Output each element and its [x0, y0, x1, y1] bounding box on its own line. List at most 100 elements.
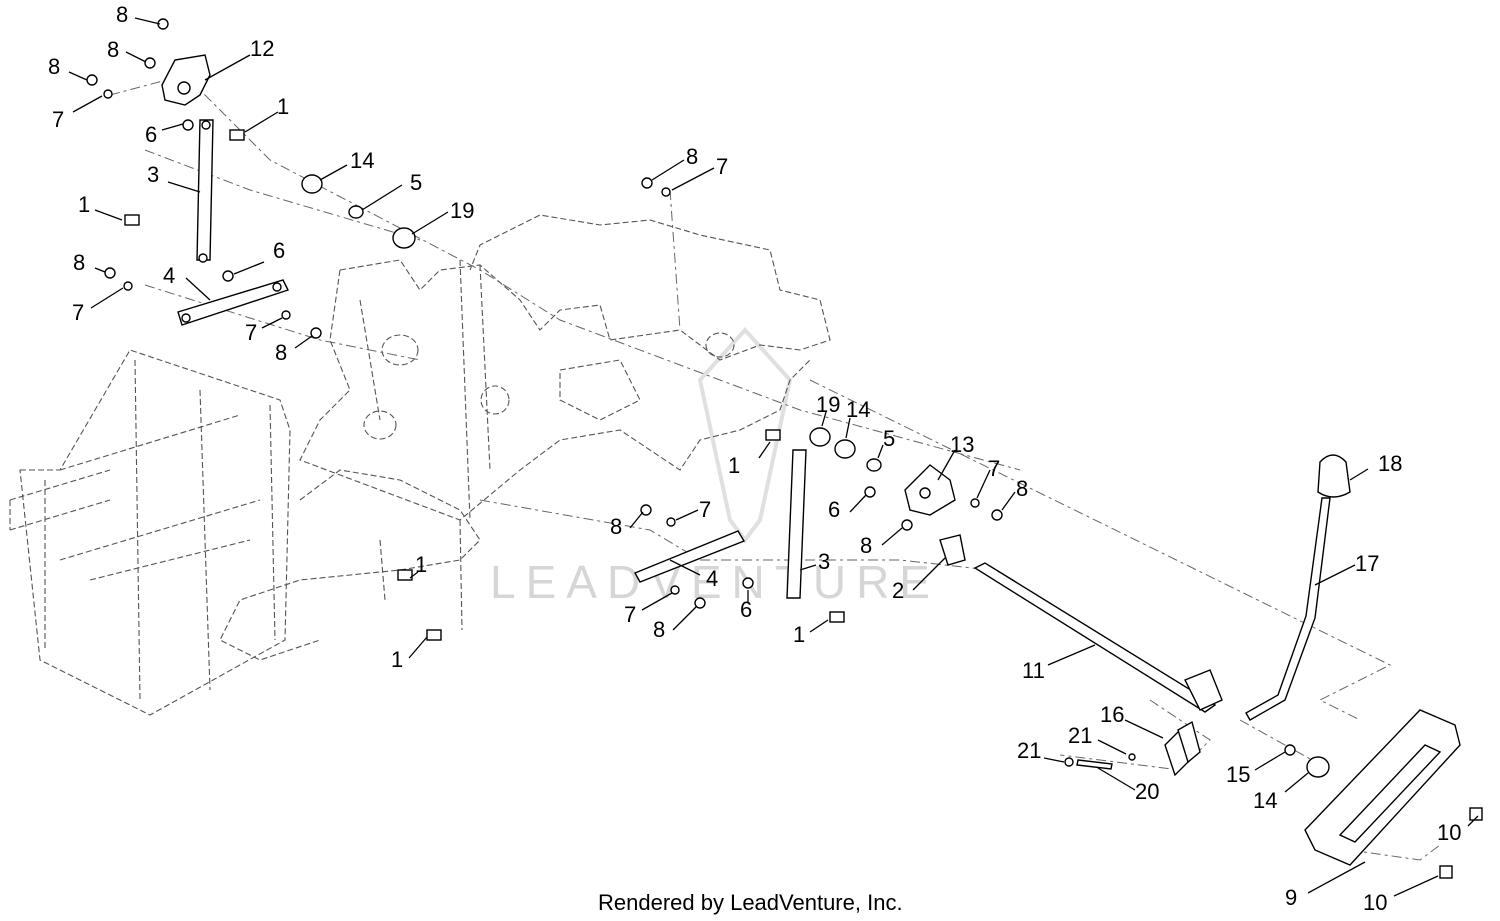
- callout-7: 7: [699, 497, 711, 522]
- lever-knob-18: [1317, 454, 1351, 498]
- bolt-1-right-upper: [765, 429, 781, 441]
- callout-5: 5: [883, 426, 895, 451]
- callout-21: 21: [1017, 738, 1041, 763]
- bolt-1-lower: [426, 629, 442, 641]
- callout-2: 2: [892, 578, 904, 603]
- callout-18: 18: [1378, 451, 1402, 476]
- shift-lever-17: [1245, 497, 1331, 721]
- callout-8: 8: [860, 533, 872, 558]
- right-linkage-assembly: [397, 427, 1003, 641]
- washer-5-upper: [348, 205, 364, 219]
- callout-8: 8: [686, 144, 698, 169]
- nut-8-b: [144, 57, 156, 69]
- callout-6: 6: [828, 497, 840, 522]
- callout-14: 14: [846, 397, 870, 422]
- nut-8-e: [310, 327, 322, 339]
- callout-10: 10: [1437, 820, 1461, 845]
- callout-10: 10: [1363, 890, 1387, 915]
- callout-19: 19: [450, 198, 474, 223]
- leader-lines: [68, 17, 1479, 897]
- washer-7-e: [970, 498, 980, 508]
- bolt-1-right-lower: [829, 611, 845, 623]
- footer-credit: Rendered by LeadVenture, Inc.: [598, 890, 903, 915]
- callout-8: 8: [107, 37, 119, 62]
- bracket-2: [939, 534, 966, 566]
- callout-16: 16: [1100, 702, 1124, 727]
- callout-19: 19: [816, 392, 840, 417]
- nut-8-j: [694, 597, 706, 609]
- nut-8-d: [104, 267, 116, 279]
- callout-1: 1: [793, 622, 805, 647]
- callout-7: 7: [988, 456, 1000, 481]
- watermark-text: LEADVENTURE: [490, 556, 940, 608]
- clip-21-right: [1128, 753, 1136, 761]
- bushing-14-right: [834, 439, 856, 459]
- nut-8-f: [641, 177, 653, 189]
- callout-7: 7: [72, 300, 84, 325]
- callout-8: 8: [275, 340, 287, 365]
- washer-7-d: [661, 187, 671, 197]
- callout-8: 8: [73, 250, 85, 275]
- washer-6-c: [742, 577, 754, 589]
- tractor-frame: [9, 214, 831, 716]
- link-plate-4: [177, 279, 289, 326]
- callout-21: 21: [1068, 723, 1092, 748]
- bolt-1-center: [397, 569, 413, 581]
- bolt-10-upper: [1469, 807, 1483, 821]
- callout-14: 14: [350, 148, 374, 173]
- washer-15: [1284, 744, 1296, 756]
- watermark: LEADVENTURE: [490, 327, 940, 608]
- clip-21-left: [1064, 757, 1074, 767]
- bolt-1-left: [124, 214, 140, 226]
- callout-20: 20: [1135, 779, 1159, 804]
- nut-8-c: [86, 74, 98, 86]
- callout-6: 6: [740, 597, 752, 622]
- washer-7-g: [670, 585, 680, 595]
- link-rod-3: [196, 119, 214, 261]
- lever-assembly: [973, 454, 1483, 879]
- callout-8: 8: [48, 54, 60, 79]
- rod-bracket: [1184, 669, 1223, 711]
- callout-1: 1: [415, 552, 427, 577]
- bushing-14-upper: [301, 174, 323, 194]
- washer-6-b: [222, 270, 234, 282]
- callout-1: 1: [391, 647, 403, 672]
- bolt-1-upper: [229, 129, 245, 141]
- callout-9: 9: [1285, 885, 1297, 910]
- callout-3: 3: [147, 162, 159, 187]
- callout-8: 8: [1016, 476, 1028, 501]
- callout-4: 4: [706, 566, 718, 591]
- callout-11: 11: [1022, 658, 1045, 683]
- callout-1: 1: [78, 192, 90, 217]
- shift-rod-11: [973, 562, 1217, 713]
- washer-7-c: [281, 310, 291, 320]
- callout-17: 17: [1355, 551, 1379, 576]
- callout-6: 6: [273, 238, 285, 263]
- callout-8: 8: [116, 2, 128, 27]
- nut-8-h: [901, 519, 913, 531]
- callout-4: 4: [163, 263, 175, 288]
- pin-20: [1076, 759, 1113, 770]
- bushing-14-lever: [1306, 756, 1330, 778]
- washer-6-a: [182, 119, 194, 131]
- callout-labels: 8 8 8 7 12 1 6 3 1 8 7 4 6 7 8 14 5 19 8…: [48, 2, 1461, 915]
- callout-7: 7: [624, 602, 636, 627]
- callout-15: 15: [1226, 762, 1250, 787]
- pivot-bracket-13: [904, 464, 956, 516]
- bolt-10-lower: [1439, 865, 1453, 879]
- callout-1: 1: [277, 94, 289, 119]
- callout-6: 6: [145, 122, 157, 147]
- callout-8: 8: [653, 617, 665, 642]
- bearing-19-upper: [392, 227, 416, 249]
- callout-7: 7: [245, 320, 257, 345]
- callout-5: 5: [410, 170, 422, 195]
- nut-8-i: [640, 504, 652, 516]
- callout-7: 7: [716, 154, 728, 179]
- callout-12: 12: [250, 36, 274, 61]
- washer-7-f: [666, 517, 676, 527]
- link-rod-3-right: [786, 449, 807, 599]
- callout-7: 7: [52, 107, 64, 132]
- upper-linkage-assembly: [86, 18, 671, 339]
- callout-13: 13: [950, 432, 974, 457]
- bearing-19-right: [809, 427, 831, 447]
